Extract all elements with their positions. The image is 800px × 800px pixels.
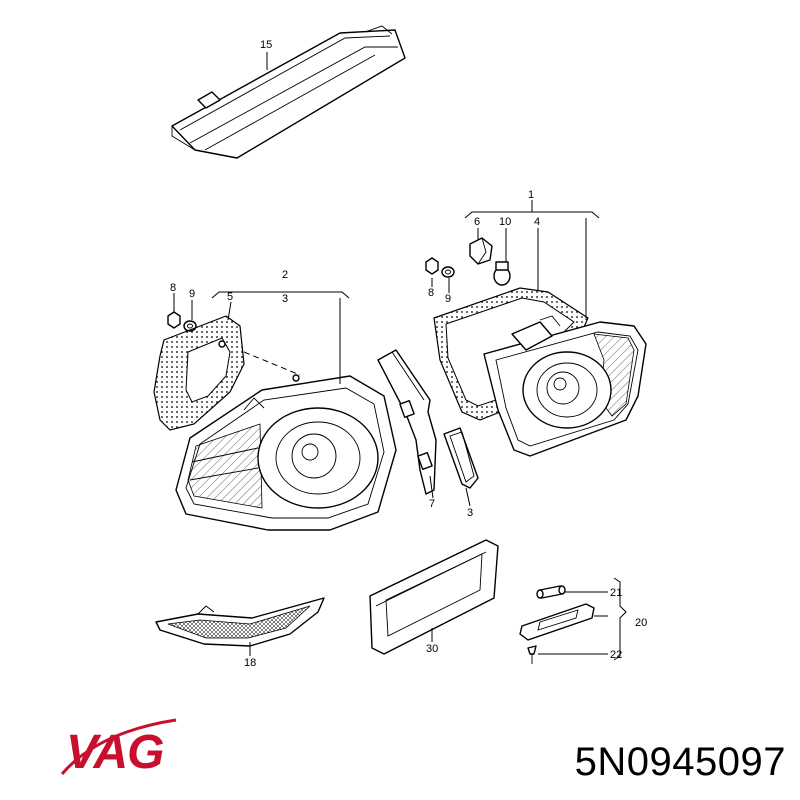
callout-20: 20 — [635, 617, 647, 629]
nut-left — [167, 311, 181, 329]
mounting-bracket — [377, 349, 437, 495]
bulb — [493, 261, 511, 286]
washer-right — [441, 266, 455, 278]
licence-plate-bulb — [536, 585, 566, 599]
reflector-small — [443, 427, 479, 489]
callout-1: 1 — [528, 189, 534, 201]
bulb-holder — [469, 237, 493, 265]
callout-3-group: 3 — [282, 293, 288, 305]
nut-right — [425, 257, 439, 275]
callout-5: 5 — [227, 291, 233, 303]
outer-tail-light — [175, 374, 397, 531]
callout-8-left: 8 — [170, 282, 176, 294]
callout-4: 4 — [534, 216, 540, 228]
screw — [527, 645, 537, 664]
callout-6: 6 — [474, 216, 480, 228]
vag-logo: VAG — [60, 718, 177, 779]
callout-21: 21 — [610, 587, 622, 599]
callout-8-right: 8 — [428, 287, 434, 299]
svg-text:VAG: VAG — [66, 726, 163, 779]
callout-3-reflector: 3 — [467, 507, 473, 519]
callout-7: 7 — [429, 498, 435, 510]
callout-15: 15 — [260, 39, 272, 51]
bumper-reflector — [155, 597, 325, 647]
callout-22: 22 — [610, 649, 622, 661]
callout-18: 18 — [244, 657, 256, 669]
part-number: 5N0945097 — [574, 740, 786, 784]
callout-2: 2 — [282, 269, 288, 281]
high-level-brake-light — [171, 25, 406, 159]
callout-9-right: 9 — [445, 293, 451, 305]
gasket-outer-light — [153, 315, 245, 431]
inner-tail-light — [483, 315, 647, 457]
plate-bracket — [369, 539, 499, 655]
callout-9-left: 9 — [189, 288, 195, 300]
licence-plate-light — [519, 603, 595, 641]
callout-30: 30 — [426, 643, 438, 655]
callout-10: 10 — [499, 216, 511, 228]
